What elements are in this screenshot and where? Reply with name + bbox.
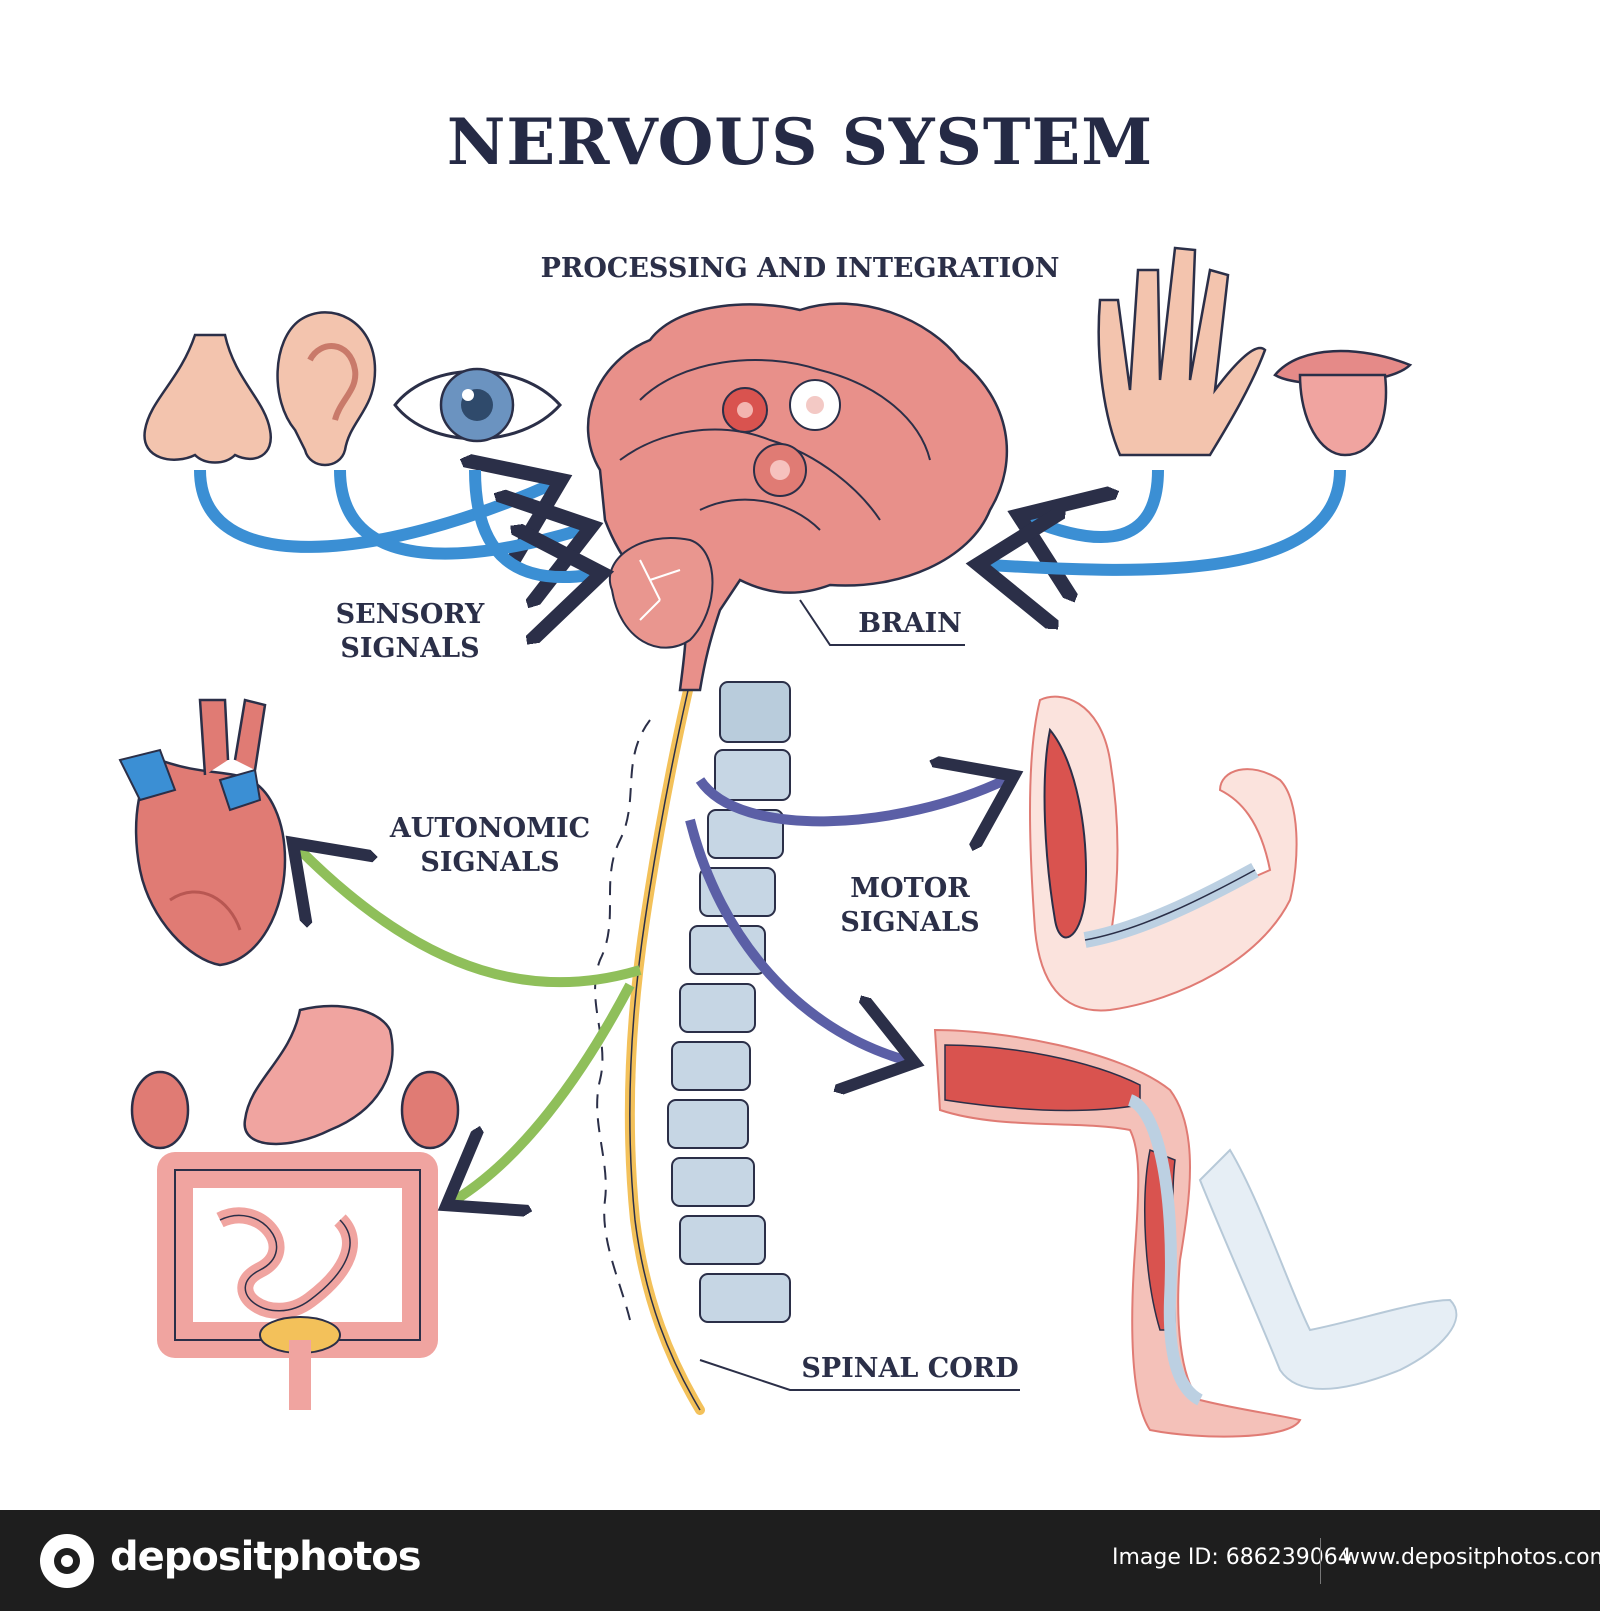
ear-illustration bbox=[276, 311, 377, 467]
hand-illustration bbox=[1097, 246, 1267, 457]
sensory-arrows-right bbox=[990, 469, 1346, 570]
autonomic-label-line1: AUTONOMIC bbox=[389, 813, 591, 844]
eye-illustration bbox=[393, 367, 563, 443]
brain-leader-line bbox=[799, 599, 965, 646]
digestive-system-illustration bbox=[130, 1004, 460, 1410]
nose-illustration bbox=[143, 333, 273, 464]
sensory-arrows-left bbox=[194, 470, 590, 577]
footer-separator bbox=[1320, 1538, 1321, 1584]
diagram-stage: NERVOUS SYSTEM bbox=[118, 105, 1458, 1438]
motor-label-line2: SIGNALS bbox=[840, 906, 980, 938]
motor-arrows bbox=[685, 780, 1005, 1060]
illustration bbox=[118, 246, 1458, 1438]
spinal-cord-label: SPINAL CORD bbox=[801, 1353, 1019, 1384]
autonomic-label-line2: SIGNALS bbox=[420, 846, 560, 878]
logo-center-dot bbox=[61, 1555, 73, 1567]
autonomic-signals-label: AUTONOMIC SIGNALS bbox=[360, 812, 620, 880]
sensory-signals-label: SENSORY SIGNALS bbox=[300, 598, 520, 666]
brand-name: depositphotos bbox=[110, 1534, 422, 1580]
motor-signals-label: MOTOR SIGNALS bbox=[820, 872, 1000, 940]
arm-illustration bbox=[1029, 695, 1298, 1012]
autonomic-arrows bbox=[300, 850, 642, 1200]
spinal-cord-leader-line bbox=[699, 1359, 1020, 1391]
vertebral-column bbox=[594, 681, 791, 1323]
tongue-illustration bbox=[1273, 349, 1413, 457]
sensory-label-line1: SENSORY bbox=[335, 599, 485, 630]
processing-integration-label: PROCESSING AND INTEGRATION bbox=[540, 253, 1060, 284]
image-id: Image ID: 686239064 bbox=[1112, 1545, 1352, 1570]
footer-bar: depositphotos Image ID: 686239064 www.de… bbox=[0, 1510, 1600, 1611]
heart-illustration bbox=[118, 698, 287, 967]
leg-illustration bbox=[933, 1028, 1458, 1438]
brain-label: BRAIN bbox=[858, 608, 962, 639]
sensory-label-line2: SIGNALS bbox=[340, 632, 480, 664]
page-title: NERVOUS SYSTEM bbox=[446, 105, 1154, 180]
motor-label-line1: MOTOR bbox=[850, 873, 970, 904]
site-url: www.depositphotos.com bbox=[1342, 1545, 1600, 1570]
